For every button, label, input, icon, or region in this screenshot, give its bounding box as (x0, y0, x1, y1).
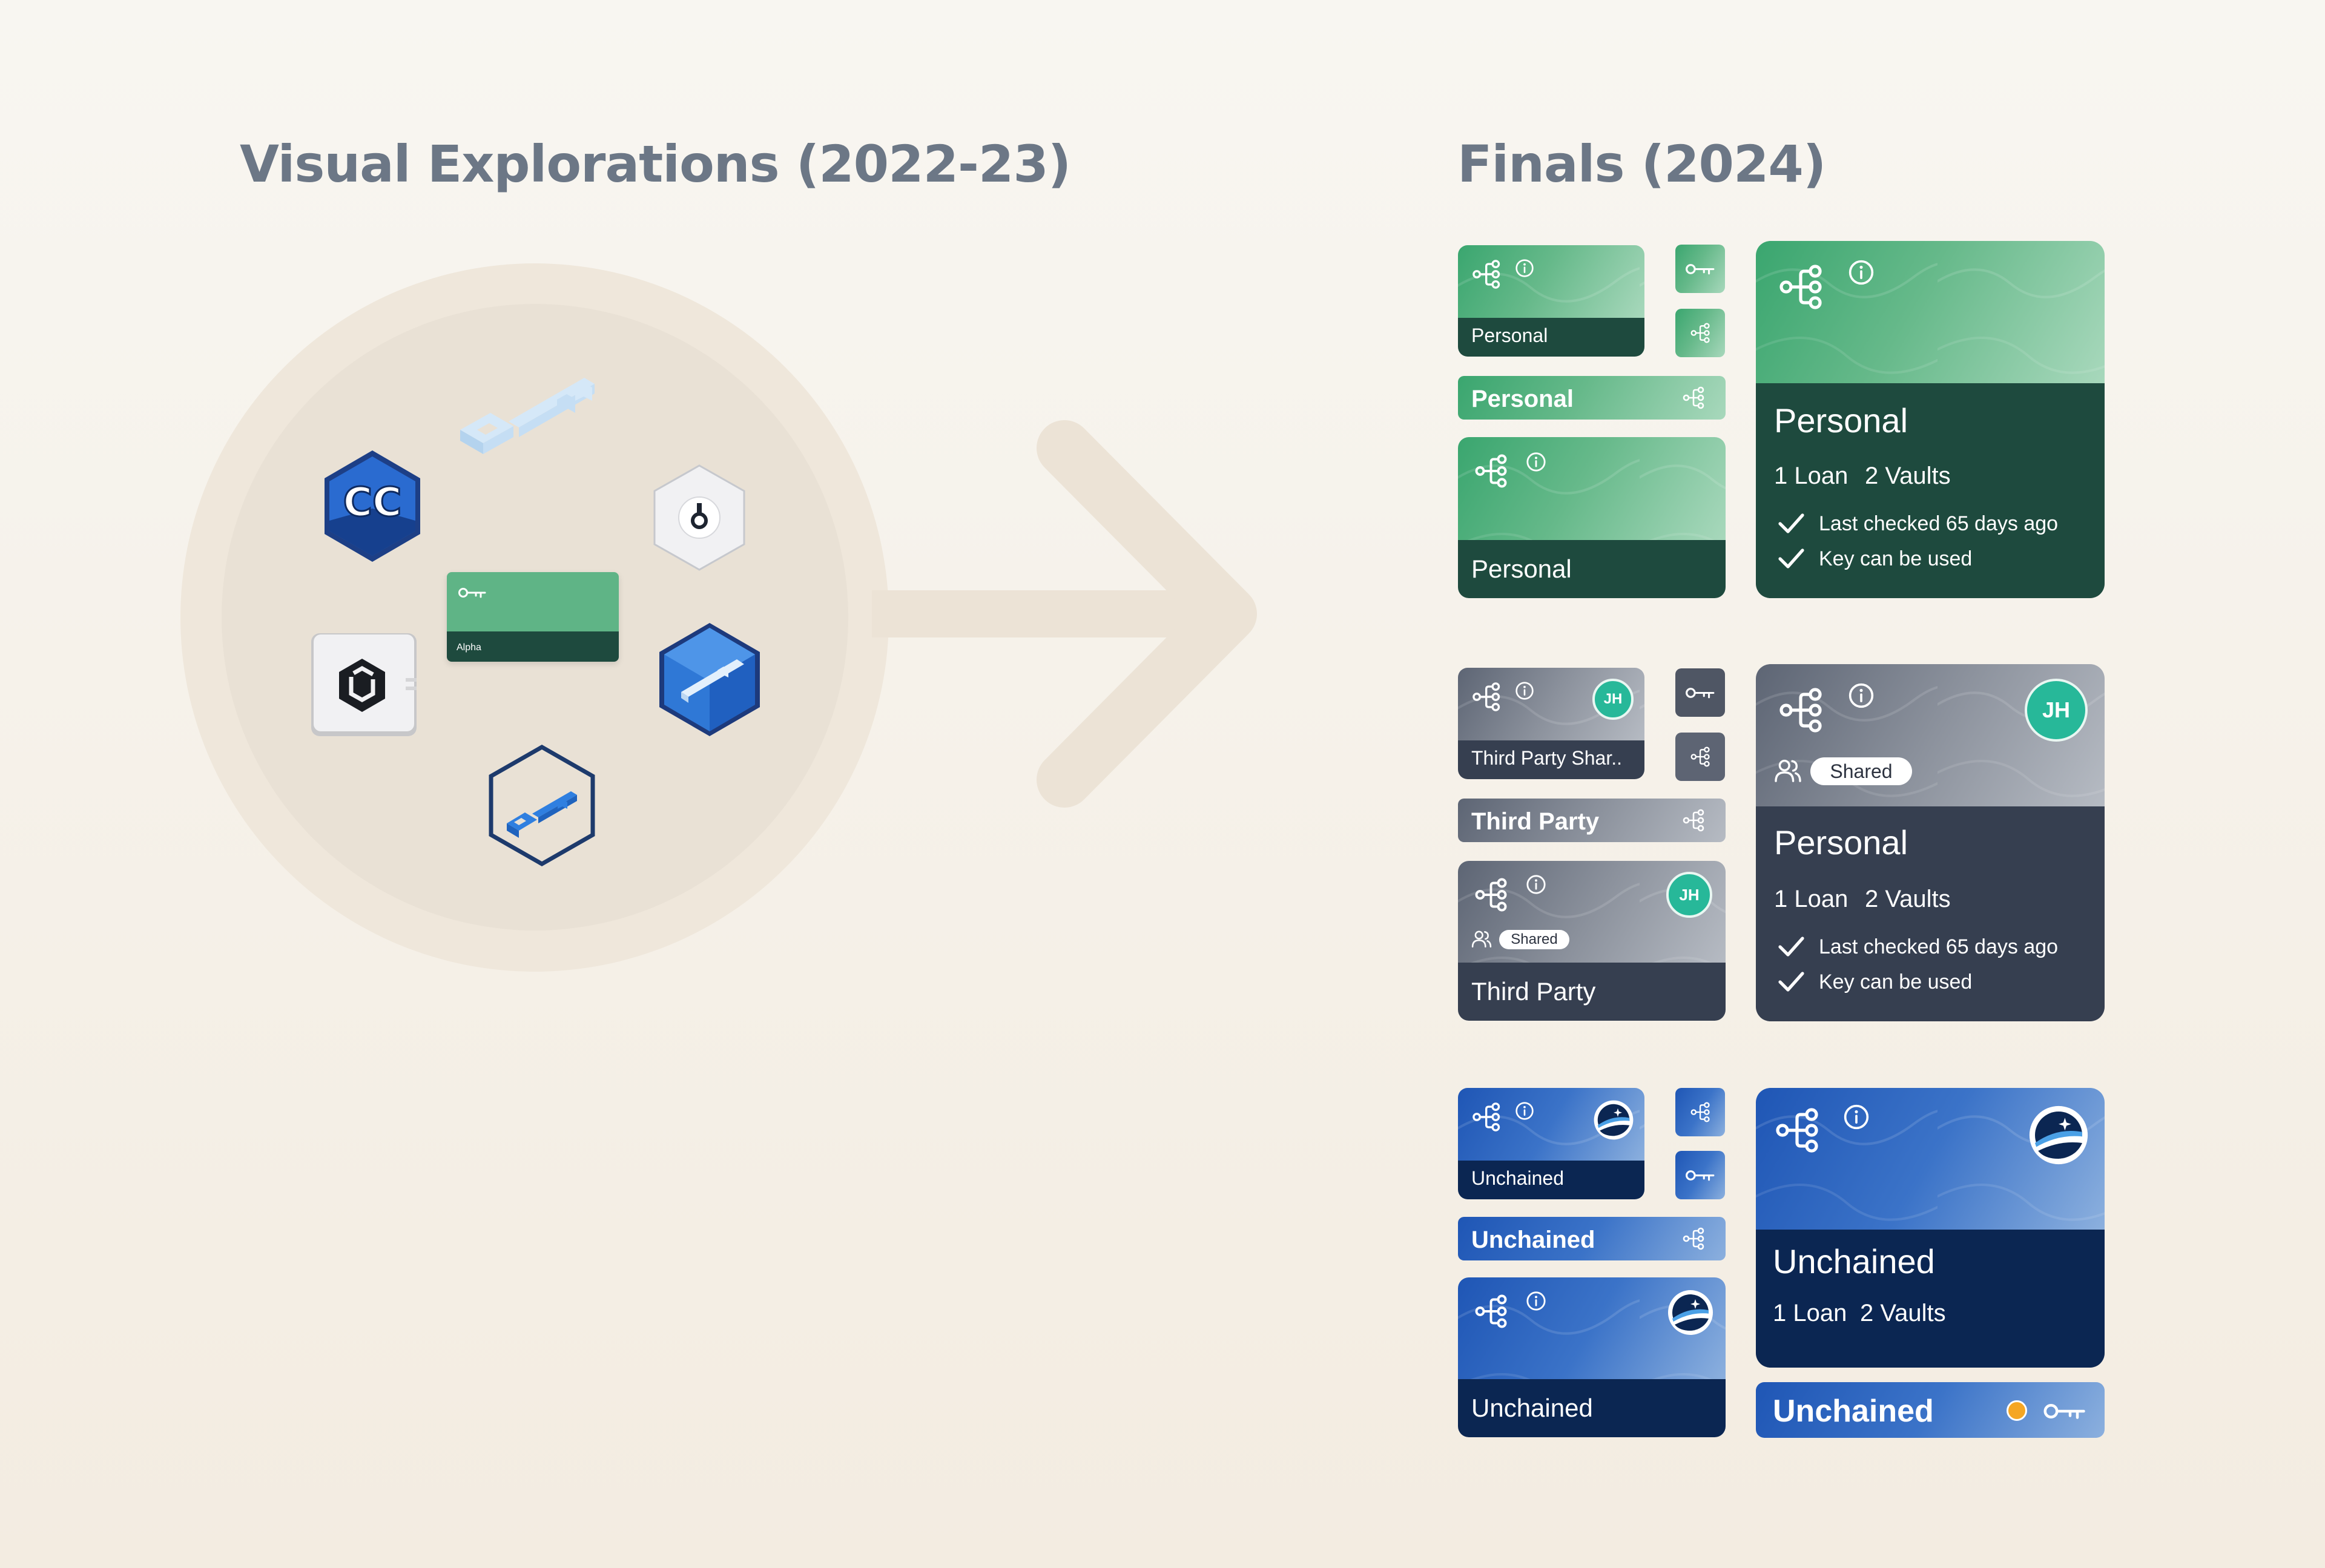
unchained-small-label: Unchained (1471, 1167, 1564, 1189)
key-icon (2043, 1400, 2086, 1422)
key-icon (1685, 685, 1715, 700)
key-icon (1685, 262, 1715, 277)
check-icon (1776, 544, 1806, 573)
third-party-large-vaults: 2 Vaults (1865, 886, 1951, 912)
tree-icon (1690, 322, 1712, 344)
tree-icon (1474, 877, 1510, 913)
avatar: JH (2025, 679, 2088, 742)
info-icon[interactable] (1843, 1104, 1870, 1130)
lock-hexagon-icon (653, 464, 745, 571)
personal-tree-chip[interactable] (1675, 309, 1725, 357)
tree-icon (1682, 1227, 1706, 1251)
tree-icon (1682, 386, 1706, 410)
third-party-tree-chip[interactable] (1675, 733, 1725, 781)
heading-explorations: Visual Explorations (2022-23) (240, 134, 1071, 194)
unchained-bar-label: Unchained (1471, 1227, 1595, 1253)
unchained-large-loans: 1 Loan (1773, 1300, 1847, 1326)
third-party-medium-label: Third Party (1471, 977, 1596, 1006)
tree-icon (1474, 453, 1510, 489)
unchained-large-vaults: 2 Vaults (1860, 1300, 1946, 1326)
personal-small-label: Personal (1471, 324, 1548, 346)
personal-bar-label: Personal (1471, 386, 1574, 412)
alpha-card: Alpha (447, 572, 619, 662)
personal-small-card[interactable]: Personal (1458, 245, 1644, 357)
info-icon[interactable] (1515, 681, 1534, 700)
info-icon[interactable] (1526, 1291, 1546, 1311)
personal-large-vaults: 2 Vaults (1865, 463, 1951, 489)
third-party-small-card[interactable]: JH Third Party Shar.. (1458, 668, 1644, 779)
tree-icon (1778, 263, 1826, 311)
info-icon[interactable] (1515, 259, 1534, 278)
us-square-icon (311, 633, 417, 736)
info-icon[interactable] (1526, 874, 1546, 895)
alpha-card-label: Alpha (457, 642, 481, 653)
third-party-key-chip[interactable] (1675, 668, 1725, 717)
cc-text: CC (343, 479, 402, 525)
personal-large-title: Personal (1774, 401, 1908, 440)
check-icon (1776, 509, 1806, 538)
unchained-logo-icon (1592, 1099, 1635, 1141)
shared-badge: Shared (1499, 930, 1569, 949)
check-icon (1776, 932, 1806, 961)
third-party-check-1: Last checked 65 days ago (1819, 935, 2059, 958)
third-party-small-label: Third Party Shar.. (1471, 747, 1622, 769)
third-party-bar[interactable]: Third Party (1458, 799, 1726, 842)
blue-key-hexagon-icon (659, 623, 760, 736)
third-party-large-card[interactable]: JH Shared Personal 1 Loan 2 Vaults Last … (1756, 664, 2105, 1021)
unchained-medium-label: Unchained (1471, 1394, 1593, 1422)
personal-key-chip[interactable] (1675, 245, 1725, 293)
key-icon (1685, 1168, 1715, 1183)
key-icon (458, 585, 487, 600)
shared-badge: Shared (1810, 757, 1912, 785)
tree-icon (1774, 1106, 1822, 1155)
unchained-small-card[interactable]: Unchained (1458, 1088, 1644, 1199)
unchained-wide-label: Unchained (1773, 1394, 1934, 1429)
personal-large-loans: 1 Loan (1774, 463, 1848, 489)
personal-bar[interactable]: Personal (1458, 376, 1726, 420)
third-party-bar-label: Third Party (1471, 808, 1600, 835)
personal-medium-label: Personal (1471, 555, 1572, 583)
info-icon[interactable] (1848, 682, 1875, 709)
tree-icon (1682, 808, 1706, 832)
unchained-medium-card[interactable]: Unchained (1458, 1277, 1726, 1437)
outline-key-hexagon-icon (489, 744, 595, 867)
unchained-large-card[interactable]: Unchained 1 Loan 2 Vaults (1756, 1088, 2105, 1368)
unchained-logo-icon (2027, 1104, 2090, 1167)
tree-icon (1471, 681, 1503, 713)
status-dot (2007, 1400, 2027, 1421)
unchained-large-title: Unchained (1773, 1242, 1935, 1280)
info-icon[interactable] (1848, 259, 1875, 286)
avatar: JH (1666, 872, 1712, 918)
tree-icon (1471, 1101, 1503, 1133)
tree-icon (1471, 259, 1503, 290)
personal-check-1: Last checked 65 days ago (1819, 512, 2059, 535)
personal-large-card[interactable]: Personal 1 Loan 2 Vaults Last checked 65… (1756, 241, 2105, 598)
avatar: JH (1592, 679, 1634, 720)
personal-medium-card[interactable]: Personal (1458, 437, 1726, 598)
isometric-key-icon (460, 378, 595, 454)
unchained-tree-chip[interactable] (1675, 1088, 1725, 1136)
personal-check-2: Key can be used (1819, 547, 1973, 570)
tree-icon (1690, 746, 1712, 768)
third-party-large-title: Personal (1774, 823, 1908, 861)
third-party-check-2: Key can be used (1819, 970, 1973, 993)
cc-hexagon-icon: CC (325, 450, 420, 562)
users-icon (1774, 759, 1802, 783)
third-party-large-loans: 1 Loan (1774, 886, 1848, 912)
unchained-key-chip[interactable] (1675, 1151, 1725, 1199)
third-party-medium-card[interactable]: JH Shared Third Party (1458, 861, 1726, 1021)
unchained-bar[interactable]: Unchained (1458, 1217, 1726, 1260)
check-icon (1776, 967, 1806, 996)
unchained-wide-bar[interactable]: Unchained (1756, 1382, 2105, 1438)
heading-finals: Finals (2024) (1457, 134, 1826, 194)
tree-icon (1690, 1101, 1712, 1123)
info-icon[interactable] (1515, 1101, 1534, 1121)
arrow-right-icon (872, 420, 1257, 808)
unchained-logo-icon (1666, 1288, 1715, 1337)
users-icon (1471, 930, 1492, 948)
tree-icon (1474, 1293, 1510, 1329)
tree-icon (1778, 686, 1826, 734)
info-icon[interactable] (1526, 452, 1546, 472)
